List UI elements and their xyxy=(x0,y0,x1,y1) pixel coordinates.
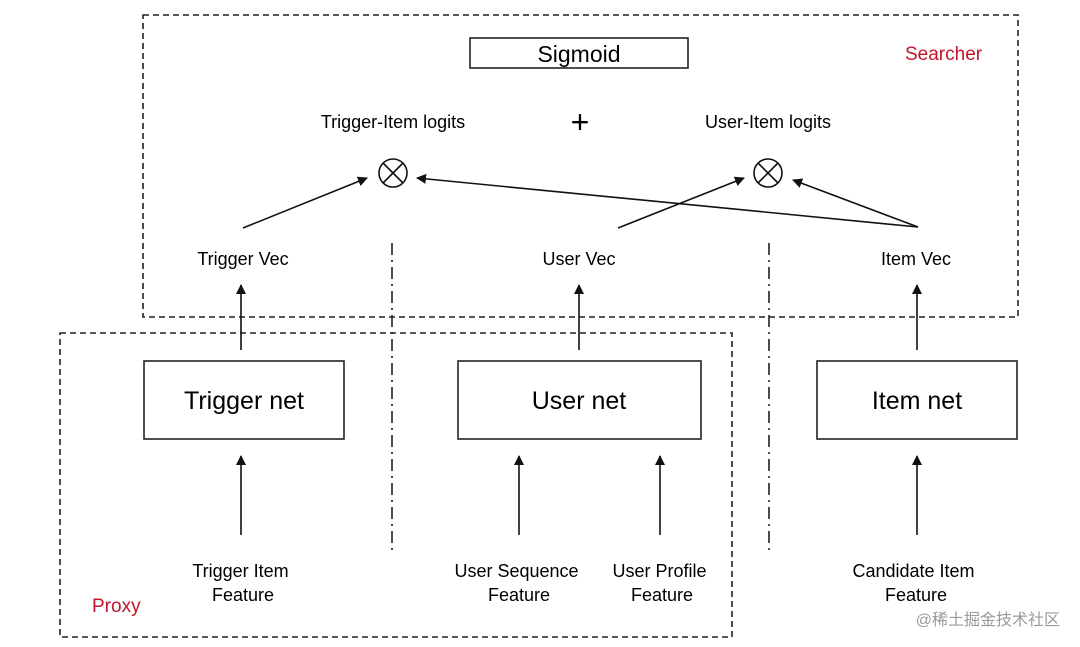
sigmoid-label: Sigmoid xyxy=(537,41,620,67)
sigmoid-box xyxy=(469,37,689,69)
trigger-item-feature-line-1: Trigger Item xyxy=(192,561,288,581)
trigger-item-logits-label: Trigger-Item logits xyxy=(321,112,465,132)
proxy-label: Proxy xyxy=(92,596,141,617)
arrow-user-vec-to-multiply xyxy=(617,176,745,229)
user-sequence-feature-label: User Sequence Feature xyxy=(454,561,583,605)
candidate-item-feature-label: Candidate Item Feature xyxy=(852,561,979,605)
candidate-item-feature-line-2: Feature xyxy=(885,585,947,605)
user-sequence-feature-line-2: Feature xyxy=(488,585,550,605)
user-multiply-icon xyxy=(753,158,783,188)
user-vec-label: User Vec xyxy=(542,249,615,269)
plus-sign: + xyxy=(571,104,590,140)
item-net-label: Item net xyxy=(872,387,962,415)
trigger-item-feature-label: Trigger Item Feature xyxy=(192,561,293,605)
trigger-net-label: Trigger net xyxy=(184,387,304,415)
arrow-trigger-vec-to-multiply xyxy=(242,176,368,229)
user-net-box xyxy=(457,360,702,440)
user-sequence-feature-line-1: User Sequence xyxy=(454,561,578,581)
item-net-box xyxy=(816,360,1018,440)
trigger-net-box xyxy=(143,360,345,440)
trigger-item-feature-line-2: Feature xyxy=(212,585,274,605)
watermark: @稀土掘金技术社区 xyxy=(916,611,1060,629)
user-profile-feature-line-1: User Profile xyxy=(612,561,706,581)
user-profile-feature-line-2: Feature xyxy=(631,585,693,605)
searcher-label: Searcher xyxy=(905,44,983,65)
candidate-item-feature-line-1: Candidate Item xyxy=(852,561,974,581)
trigger-multiply-icon xyxy=(378,158,408,188)
arrow-item-vec-to-user-multiply xyxy=(792,178,919,228)
arrow-item-vec-to-trigger-multiply xyxy=(416,173,919,228)
proxy-region xyxy=(59,332,733,638)
searcher-region xyxy=(142,14,1019,318)
user-profile-feature-label: User Profile Feature xyxy=(612,561,711,605)
user-item-logits-label: User-Item logits xyxy=(705,112,831,132)
item-vec-label: Item Vec xyxy=(881,249,951,269)
trigger-vec-label: Trigger Vec xyxy=(197,249,288,269)
user-net-label: User net xyxy=(532,387,627,415)
